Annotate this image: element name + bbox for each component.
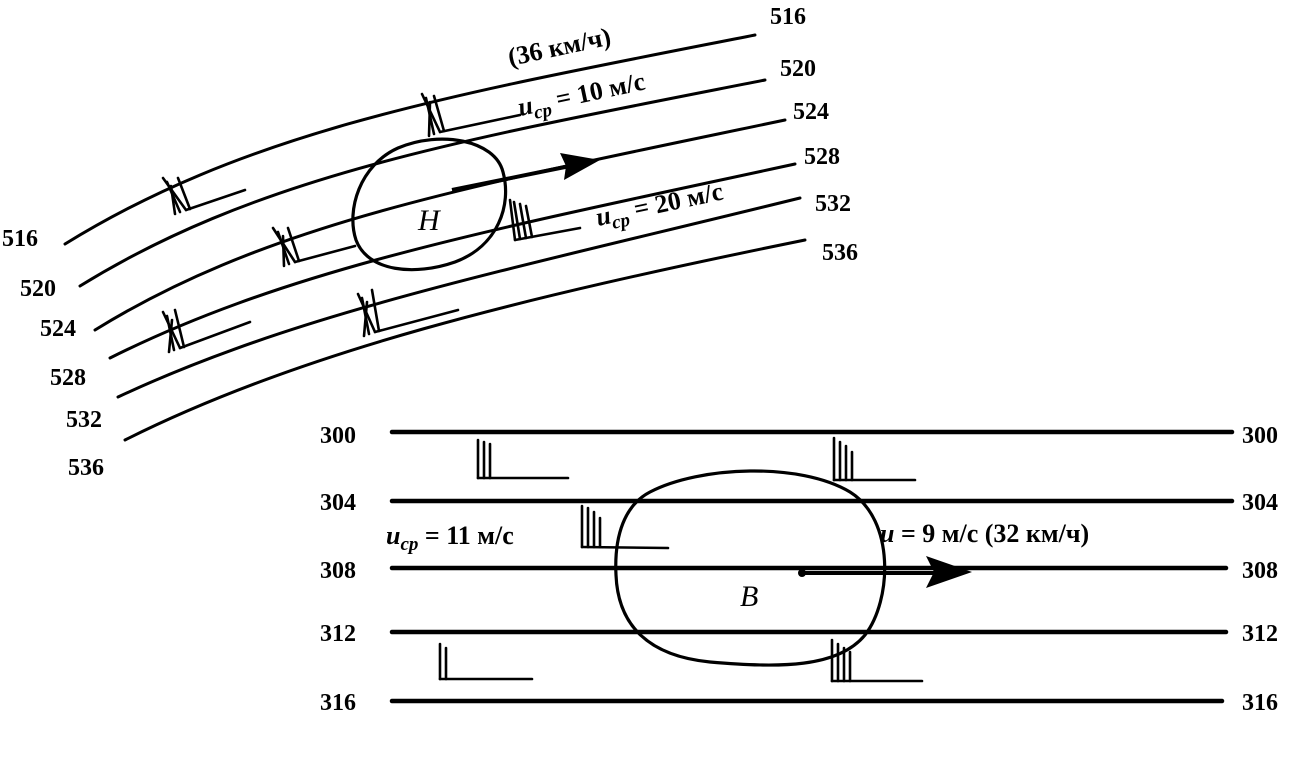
upper-label-left-528: 528 (50, 365, 86, 391)
lower-panel: 300 304 308 312 316 300 304 308 312 316 … (320, 423, 1278, 716)
upper-speed-kmh: (36 км/ч) (505, 22, 613, 72)
upper-wind-barb-2 (420, 92, 522, 138)
lower-speed: u = 9 м/с (32 км/ч) (880, 519, 1089, 548)
lower-label-left-304: 304 (320, 490, 356, 516)
lower-wind-barb-1 (476, 438, 570, 480)
upper-contour-528 (108, 162, 797, 360)
lower-wind-barb-2 (832, 436, 917, 482)
lower-motion-arrowhead (926, 556, 972, 588)
upper-low-boundary (351, 137, 508, 272)
upper-wind-barb-4 (508, 198, 582, 242)
upper-contour-516 (63, 33, 757, 246)
upper-label-right-524: 524 (793, 99, 829, 125)
lower-label-right-312: 312 (1242, 621, 1278, 647)
lower-avg-speed: uср = 11 м/с (386, 521, 514, 555)
upper-wind-barb-3 (271, 226, 357, 268)
lower-motion-arrow-origin (798, 569, 806, 577)
upper-label-left-536: 536 (68, 455, 104, 481)
upper-label-right-528: 528 (804, 144, 840, 170)
upper-motion-arrow-shaft (451, 164, 571, 192)
upper-label-left-516: 516 (2, 226, 38, 252)
lower-label-left-312: 312 (320, 621, 356, 647)
upper-center-label: Н (417, 204, 442, 237)
upper-contour-532 (116, 196, 802, 399)
lower-label-left-300: 300 (320, 423, 356, 449)
upper-label-right-520: 520 (780, 56, 816, 82)
upper-wind-barb-1 (161, 176, 247, 216)
lower-wind-barb-3 (580, 504, 670, 550)
lower-wind-barb-4 (438, 642, 534, 681)
lower-label-right-316: 316 (1242, 690, 1278, 716)
upper-label-left-520: 520 (20, 276, 56, 302)
lower-center-label: В (740, 580, 758, 613)
upper-contour-524 (93, 118, 787, 332)
lower-label-left-308: 308 (320, 558, 356, 584)
upper-label-left-532: 532 (66, 407, 102, 433)
upper-label-right-516: 516 (770, 4, 806, 30)
lower-label-right-300: 300 (1242, 423, 1278, 449)
upper-avg-speed-2: uср = 20 м/с (593, 177, 726, 237)
upper-panel: 516 520 524 528 532 536 516 520 524 528 … (2, 4, 858, 481)
upper-wind-barb-5 (161, 308, 252, 354)
lower-label-left-316: 316 (320, 690, 356, 716)
upper-contour-536 (123, 238, 807, 442)
upper-label-left-524: 524 (40, 316, 76, 342)
upper-label-right-532: 532 (815, 191, 851, 217)
lower-wind-barb-5 (830, 638, 924, 683)
upper-motion-arrowhead (560, 153, 600, 180)
lower-label-right-308: 308 (1242, 558, 1278, 584)
upper-label-right-536: 536 (822, 240, 858, 266)
lower-label-right-304: 304 (1242, 490, 1278, 516)
upper-wind-barb-6 (356, 288, 460, 338)
lower-high-boundary (614, 469, 887, 667)
